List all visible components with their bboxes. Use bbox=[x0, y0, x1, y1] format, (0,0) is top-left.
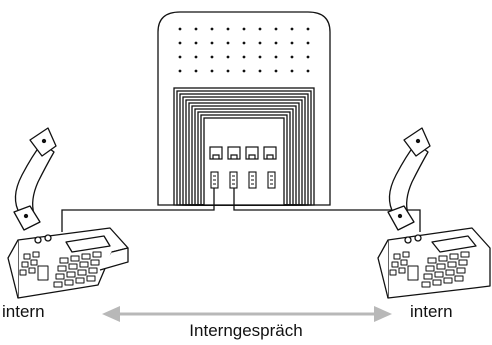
desk-phone-right-icon bbox=[377, 127, 491, 299]
double-arrow-icon bbox=[102, 306, 392, 322]
desk-phone-left-icon bbox=[7, 127, 129, 299]
right-phone-label: intern bbox=[410, 302, 453, 321]
pbx-unit-icon bbox=[157, 11, 331, 206]
left-phone-label: intern bbox=[2, 302, 45, 321]
connection-label: Interngespräch bbox=[189, 321, 303, 340]
connection-wires bbox=[61, 188, 421, 232]
